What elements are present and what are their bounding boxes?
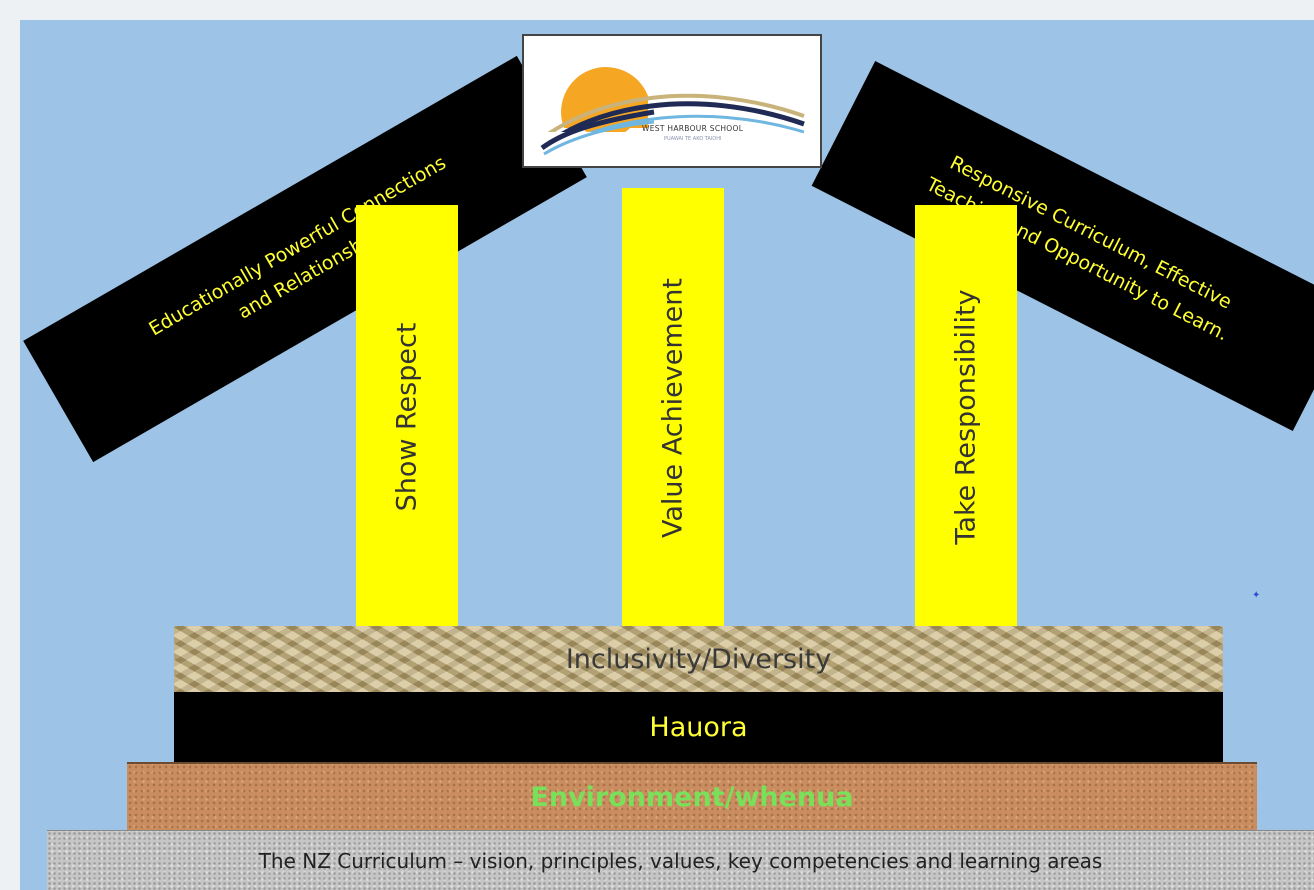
- whare-diagram: Educationally Powerful Connections and R…: [20, 20, 1314, 890]
- logo-motto: PUAWAI TE AKO TAIOHI: [664, 136, 722, 142]
- roof-left-beam: Educationally Powerful Connections and R…: [23, 55, 587, 463]
- pillar-show-respect: Show Respect: [356, 205, 458, 628]
- tier-environment-whenua: Environment/whenua: [127, 762, 1257, 830]
- pillar-label: Value Achievement: [657, 278, 689, 538]
- tier-label: Inclusivity/Diversity: [565, 643, 832, 675]
- pillar-label: Show Respect: [391, 322, 423, 511]
- sunrise-logo-icon: [524, 67, 805, 166]
- roof-right-beam: Responsive Curriculum, Effective Teachin…: [811, 61, 1314, 431]
- tier-label: The NZ Curriculum – vision, principles, …: [258, 848, 1103, 873]
- pillar-take-responsibility: Take Responsibility: [915, 205, 1017, 628]
- tier-label: Environment/whenua: [530, 781, 854, 813]
- pillar-value-achievement: Value Achievement: [622, 188, 724, 628]
- tier-label: Hauora: [649, 711, 748, 743]
- anchor-marker-icon: ✦: [1252, 590, 1261, 601]
- school-logo: WEST HARBOUR SCHOOL PUAWAI TE AKO TAIOHI: [522, 34, 822, 168]
- tier-hauora: Hauora: [174, 692, 1223, 762]
- logo-school-name: WEST HARBOUR SCHOOL: [642, 124, 744, 133]
- tier-inclusivity-diversity: Inclusivity/Diversity: [174, 626, 1223, 692]
- pillar-label: Take Responsibility: [950, 288, 982, 545]
- tier-nz-curriculum: The NZ Curriculum – vision, principles, …: [47, 830, 1314, 890]
